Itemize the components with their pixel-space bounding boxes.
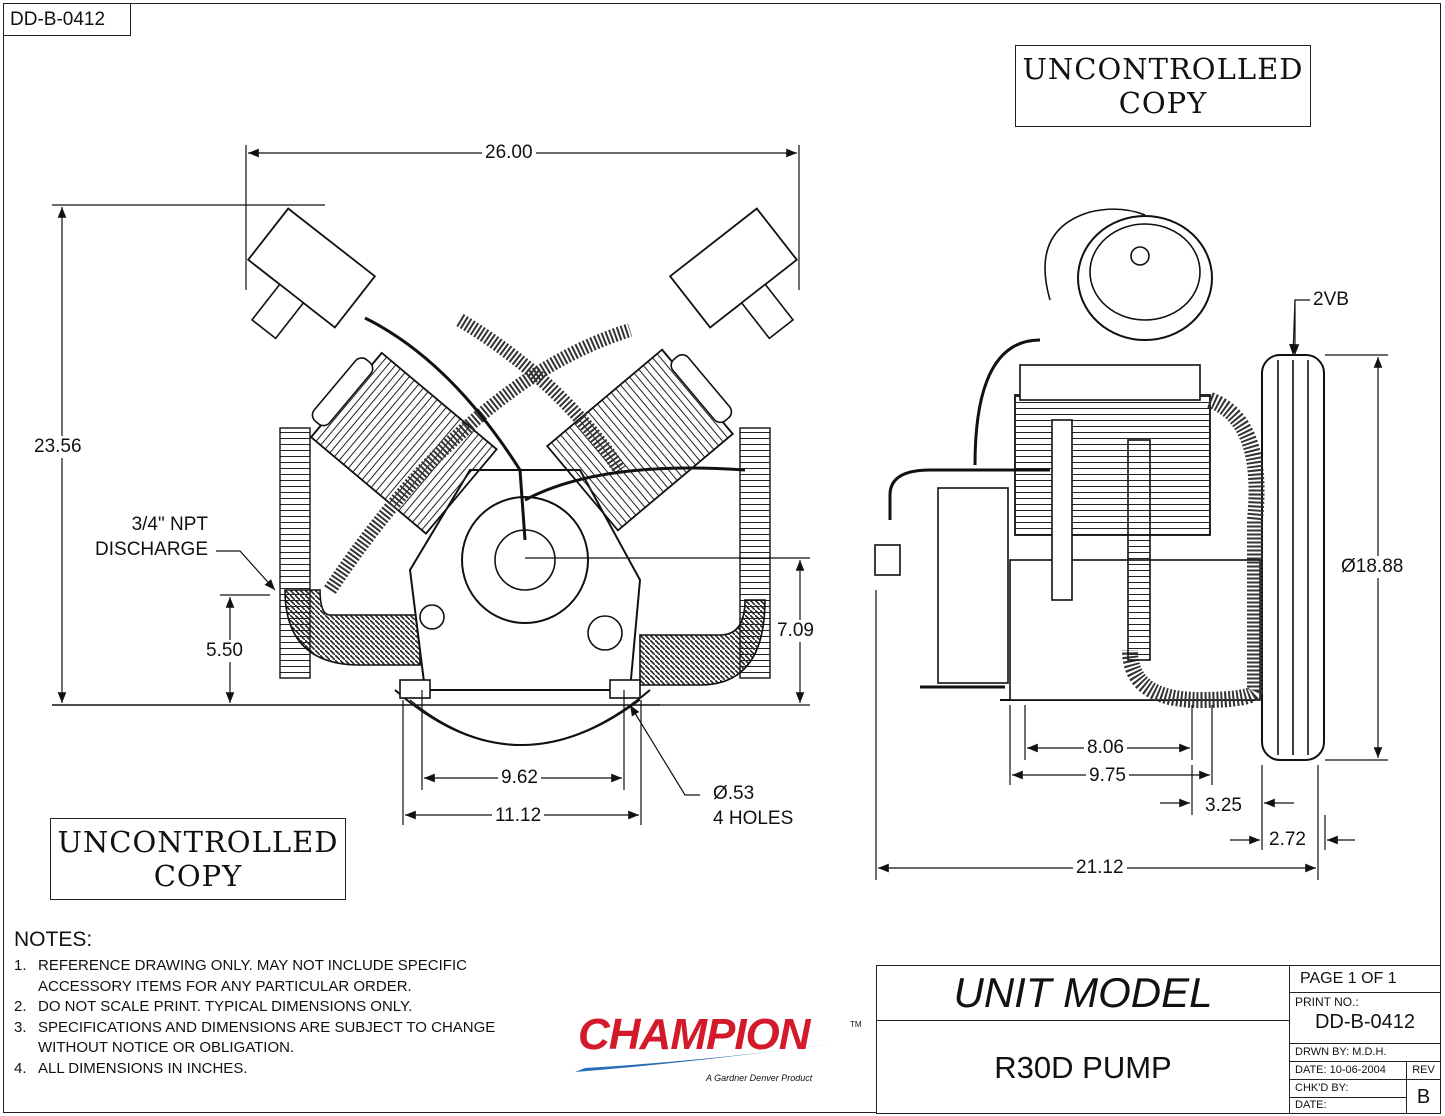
dim-shaft-height: 7.09 — [774, 620, 817, 642]
title-block-rev: B — [1406, 1079, 1441, 1114]
logo-trademark: TM — [850, 1020, 862, 1029]
title-block-page: PAGE 1 OF 1 — [1289, 965, 1441, 993]
rev-label: REV — [1412, 1064, 1435, 1076]
notes-section: NOTES: 1. REFERENCE DRAWING ONLY. MAY NO… — [14, 928, 534, 1079]
note-number: 4. — [14, 1059, 27, 1077]
note-text: ALL DIMENSIONS IN INCHES. — [38, 1059, 248, 1077]
stamp-line: UNCONTROLLED — [1022, 52, 1304, 86]
dim-outer-mount: 11.12 — [492, 805, 545, 827]
right-air-filter — [668, 207, 799, 340]
title-block-date2: DATE: — [1289, 1097, 1407, 1114]
checked-by: CHK'D BY: — [1295, 1082, 1349, 1094]
print-no: DD-B-0412 — [1314, 1011, 1416, 1033]
title-block-rev-label: REV — [1406, 1061, 1441, 1080]
hole-callout: Ø.53 4 HOLES — [713, 781, 793, 831]
front-view — [52, 207, 799, 746]
note-text: REFERENCE DRAWING ONLY. MAY NOT INCLUDE … — [38, 957, 467, 995]
stamp-line: COPY — [1118, 86, 1208, 120]
check-date: DATE: — [1295, 1099, 1327, 1111]
dim-side-outer-mount: 9.75 — [1086, 765, 1129, 787]
title-block-checked-by: CHK'D BY: — [1289, 1079, 1407, 1098]
note-number: 3. — [14, 1018, 27, 1036]
title-block-model: R30D PUMP — [876, 1020, 1290, 1114]
dim-pulley-groove: 2VB — [1310, 289, 1352, 311]
note-item: 2. DO NOT SCALE PRINT. TYPICAL DIMENSION… — [14, 997, 534, 1018]
title-block-unit-model: UNIT MODEL — [876, 965, 1290, 1021]
right-cylinder — [545, 348, 735, 532]
title-block-drawn-by: DRWN BY: M.D.H. — [1289, 1043, 1441, 1062]
note-item: 3. SPECIFICATIONS AND DIMENSIONS ARE SUB… — [14, 1018, 534, 1059]
sheet-border — [3, 3, 1441, 1113]
side-cylinder — [1014, 394, 1211, 536]
title-block-date: DATE: 10-06-2004 — [1289, 1061, 1407, 1080]
note-text: DO NOT SCALE PRINT. TYPICAL DIMENSIONS O… — [38, 998, 413, 1015]
champion-logo: CHAMPION — [578, 1010, 811, 1059]
logo-swoosh — [575, 1040, 860, 1072]
note-text: SPECIFICATIONS AND DIMENSIONS ARE SUBJEC… — [38, 1018, 496, 1057]
model-name: R30D PUMP — [994, 1050, 1172, 1085]
hole-size: Ø.53 — [713, 783, 755, 804]
drawn-by: DRWN BY: M.D.H. — [1295, 1046, 1387, 1058]
note-item: 4. ALL DIMENSIONS IN INCHES. — [14, 1059, 534, 1080]
discharge-label-line: DISCHARGE — [95, 539, 208, 560]
dim-pulley-diameter: Ø18.88 — [1338, 556, 1407, 578]
dim-overall-depth: 21.12 — [1073, 857, 1127, 879]
note-number: 2. — [14, 998, 27, 1015]
revision: B — [1416, 1086, 1431, 1108]
discharge-label-line: 3/4" NPT — [131, 514, 208, 535]
stamp-line: UNCONTROLLED — [57, 825, 339, 859]
dim-overall-width: 26.00 — [482, 142, 536, 164]
note-number: 1. — [14, 957, 27, 974]
print-no-label: PRINT NO.: — [1295, 995, 1359, 1009]
stamp-line: COPY — [153, 859, 243, 893]
uncontrolled-stamp-bottom: UNCONTROLLED COPY — [50, 818, 346, 900]
title-block-print-no: PRINT NO.: DD-B-0412 — [1289, 992, 1441, 1044]
uncontrolled-stamp-top: UNCONTROLLED COPY — [1015, 45, 1311, 127]
drawing-number-tab: DD-B-0412 — [3, 3, 131, 36]
hole-count: 4 HOLES — [713, 808, 794, 829]
logo-tagline: A Gardner Denver Product — [706, 1073, 813, 1083]
notes-title: NOTES: — [14, 928, 93, 951]
unit-model-label: UNIT MODEL — [953, 969, 1213, 1016]
dim-pulley-width: 2.72 — [1266, 829, 1309, 851]
dim-shaft-offset: 3.25 — [1202, 795, 1245, 817]
left-cylinder — [309, 351, 498, 535]
dim-discharge-height: 5.50 — [203, 640, 246, 662]
note-item: 1. REFERENCE DRAWING ONLY. MAY NOT INCLU… — [14, 956, 534, 997]
dim-overall-height: 23.56 — [31, 436, 85, 458]
discharge-label: 3/4" NPT DISCHARGE — [80, 512, 208, 562]
page-count: PAGE 1 OF 1 — [1300, 970, 1397, 987]
drawing-date: DATE: 10-06-2004 — [1295, 1064, 1386, 1076]
dim-side-inner-mount: 8.06 — [1084, 737, 1127, 759]
left-air-filter — [246, 207, 377, 340]
dim-inner-mount: 9.62 — [498, 767, 541, 789]
side-view — [874, 208, 1325, 761]
